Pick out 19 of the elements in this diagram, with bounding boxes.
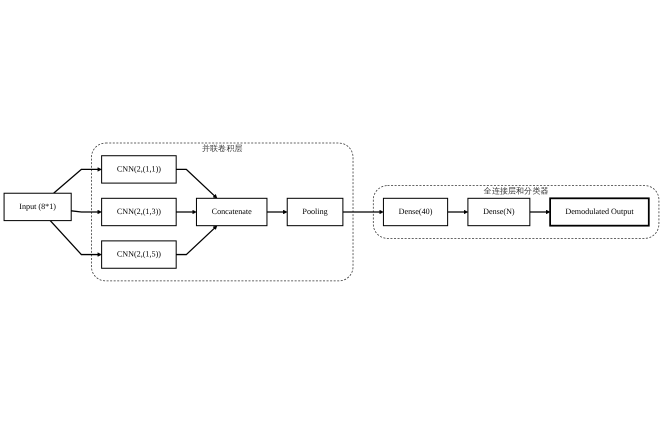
node-box: Dense(40) <box>382 198 448 226</box>
arrow <box>53 167 102 194</box>
node-box: CNN(2,(1,1)) <box>101 155 177 184</box>
arrow <box>448 210 468 214</box>
node-box: CNN(2,(1,5)) <box>101 240 177 269</box>
arrow <box>342 210 384 214</box>
node-box: Demodulated Output <box>549 197 650 227</box>
node-box: Concatenate <box>196 198 268 226</box>
arrow <box>176 210 197 214</box>
arrow <box>71 210 102 214</box>
arrow <box>176 225 218 256</box>
node-box: Pooling <box>286 198 344 226</box>
arrow <box>530 210 550 214</box>
arrow <box>176 168 218 198</box>
arrow <box>50 220 102 257</box>
node-box: Dense(N) <box>467 198 530 226</box>
arrow <box>266 210 288 214</box>
node-box: Input (8*1) <box>4 192 72 222</box>
node-box: CNN(2,(1,3)) <box>101 198 177 226</box>
